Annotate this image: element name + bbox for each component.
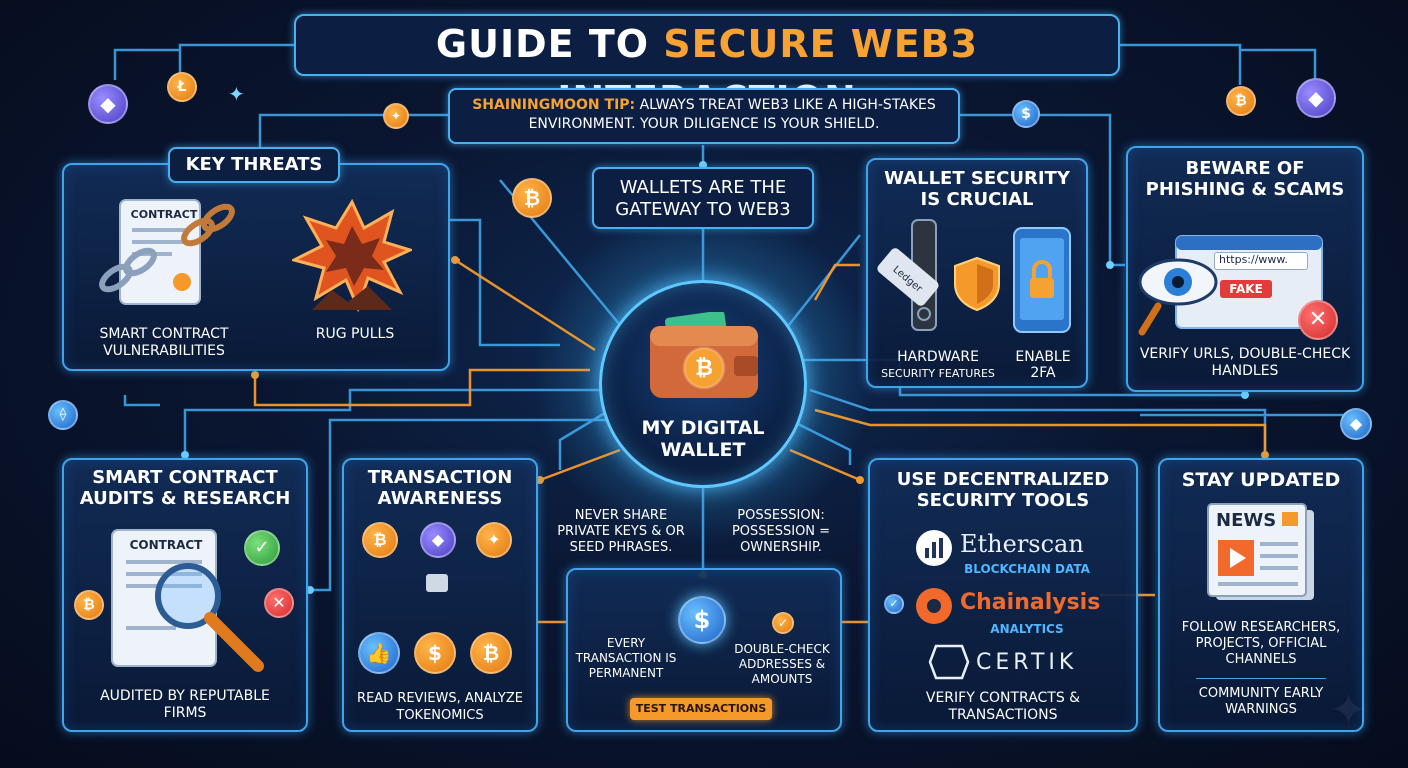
wallet-security-title: WALLET SECURITY IS CRUCIAL [884,168,1070,210]
key-threats-title: KEY THREATS [168,147,340,183]
tools-panel [868,458,1138,732]
tx-awareness-panel [342,458,538,732]
wallet-hardware: HARDWARE [897,349,979,365]
phishing-title: BEWARE OF PHISHING & SCAMS [1145,158,1345,200]
check-icon: ✓ [244,530,280,566]
note-possession: POSSESSION: POSSESSION = OWNERSHIP. [731,508,831,555]
contract-doc-label: CONTRACT [130,208,198,221]
tx-permanent: EVERY TRANSACTION IS PERMANENT [575,636,677,680]
tip-text: ALWAYS TREAT WEB3 LIKE A HIGH-STAKES ENV… [528,97,936,132]
verified-check-icon: ✓ [884,594,904,614]
audit-document-icon [111,529,264,672]
wallet-security-features: SECURITY FEATURES [881,367,995,380]
etherscan-sub: BLOCKCHAIN DATA [964,562,1090,576]
wallet-label-1: MY DIGITAL [641,417,765,439]
fake-badge: FAKE [1220,280,1272,298]
bitcoin-icon: ₿ [512,178,552,218]
title-highlight: SECURE WEB3 [663,22,979,66]
token-icon: ✦ [476,522,512,558]
tx-awareness-caption: READ REVIEWS, ANALYZE TOKENOMICS [357,691,523,723]
caption-divider [1196,678,1326,679]
wallet-2fa: ENABLE 2FA [1015,349,1071,381]
ethereum-icon: ◆ [1296,78,1336,118]
eye-magnifier-icon [1138,258,1218,336]
close-icon: ✕ [264,588,294,618]
dollar-coin-icon: $ [678,596,726,644]
wallet-icon: ₿ [650,312,758,398]
wallet-label-2: WALLET [660,439,746,461]
lock-icon [426,574,448,592]
tools-title: USE DECENTRALIZED SECURITY TOOLS [896,469,1110,511]
litecoin-icon: Ł [167,72,197,102]
bitcoin-icon: ₿ [74,590,104,620]
tx-awareness-title: TRANSACTION AWARENESS [367,467,513,509]
chainalysis-logo [916,588,952,624]
dollar-icon: $ [1012,100,1040,128]
shield-icon [954,256,1000,312]
tx-double-check: DOUBLE-CHECK ADDRESSES & AMOUNTS [734,642,830,686]
chainalysis-sub: ANALYTICS [990,622,1064,636]
ethereum-icon: ◆ [1340,408,1372,440]
hardware-wallet-icon [877,219,939,331]
audits-caption: AUDITED BY REPUTABLE FIRMS [100,688,270,721]
etherscan-logo [916,530,952,566]
stay-updated-title: STAY UPDATED [1181,469,1341,491]
close-icon: ✕ [1298,300,1338,340]
threat-smart-contract: SMART CONTRACT VULNERABILITIES [99,326,229,359]
thumbs-up-icon: 👍 [358,632,400,674]
stay-updated-caption: FOLLOW RESEARCHERS, PROJECTS, OFFICIAL C… [1181,620,1341,667]
tools-caption: VERIFY CONTRACTS & TRANSACTIONS [925,690,1081,723]
url-field: https://www. [1214,252,1308,270]
stay-updated-caption-2: COMMUNITY EARLY WARNINGS [1198,686,1324,717]
note-private-keys: NEVER SHARE PRIVATE KEYS & OR SEED PHRAS… [557,508,685,555]
bitcoin-icon: ₿ [470,632,512,674]
token-icon: ⟠ [48,400,78,430]
phishing-caption: VERIFY URLS, DOUBLE-CHECK HANDLES [1139,346,1351,379]
title-part1: GUIDE TO [435,22,664,66]
check-icon: ✓ [772,612,794,634]
gateway-box: WALLETS ARE THE GATEWAY TO WEB3 [592,167,814,229]
audits-title: SMART CONTRACT AUDITS & RESEARCH [79,467,291,509]
etherscan-name: Etherscan [960,530,1084,558]
token-icon: ✦ [383,103,409,129]
certik-name: CERTIK [976,650,1078,675]
news-icon [1207,503,1314,600]
threat-rug-pulls: RUG PULLS [315,326,395,342]
tip-label: SHAININGMOON TIP: [472,97,636,113]
chainalysis-name: Chainalysis [960,590,1101,615]
explosion-icon [292,198,412,313]
svg-text:₿: ₿ [695,356,713,381]
dollar-icon: $ [414,632,456,674]
ethereum-icon: ◆ [88,84,128,124]
bitcoin-icon: ₿ [362,522,398,558]
contract-chain-icon [99,199,235,305]
title-banner: GUIDE TO SECURE WEB3 INTERACTION [294,14,1120,122]
ethereum-icon: ◆ [420,522,456,558]
news-label: NEWS [1216,510,1277,531]
audit-doc-label: CONTRACT [129,538,203,552]
tip-box: SHAININGMOON TIP: ALWAYS TREAT WEB3 LIKE… [448,88,960,144]
sparkle-icon: ✦ [228,82,245,106]
phone-lock-icon [1013,227,1071,333]
test-transactions-button[interactable]: TEST TRANSACTIONS [630,698,772,720]
bitcoin-icon: ₿ [1226,86,1256,116]
certik-logo [928,644,970,680]
